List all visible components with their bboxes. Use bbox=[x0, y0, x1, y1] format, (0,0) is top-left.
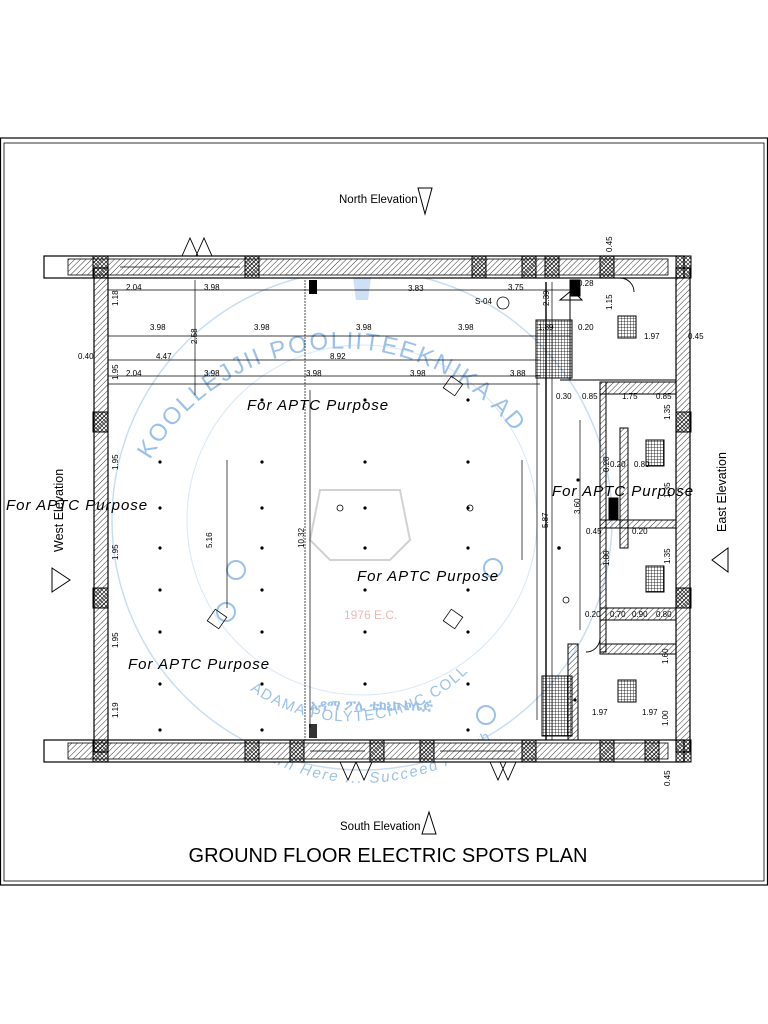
switch-symbols bbox=[206, 296, 570, 630]
dim-label: 8.92 bbox=[330, 352, 346, 361]
east-elevation-triangle-icon bbox=[711, 547, 729, 573]
dim-label: 1.18 bbox=[111, 290, 120, 306]
dim-label: 0.90 bbox=[632, 610, 648, 619]
dim-label: 3.98 bbox=[306, 369, 322, 378]
dim-label: 1.15 bbox=[605, 294, 614, 310]
vent-grids bbox=[617, 315, 665, 703]
dim-label: 1.95 bbox=[111, 632, 120, 648]
dim-label: 0.85 bbox=[582, 392, 598, 401]
dim-label: 1.80 bbox=[602, 550, 611, 566]
dim-label: 1.89 bbox=[538, 323, 554, 332]
dim-label: 3.98 bbox=[356, 323, 372, 332]
purpose-stamp: For APTC Purpose bbox=[6, 497, 148, 514]
dim-label: 3.83 bbox=[408, 284, 424, 293]
vertical-dimension-labels: 0.45 1.18 2.58 2.39 1.95 1.95 1.95 1.95 … bbox=[111, 236, 672, 786]
elevation-markers: North Elevation South Elevation East Ele… bbox=[51, 187, 729, 835]
dim-label: 0.45 bbox=[605, 236, 614, 252]
dim-label: 0.20 bbox=[632, 527, 648, 536]
dim-label: S-04 bbox=[475, 297, 492, 306]
door-swings bbox=[181, 236, 635, 782]
dim-label: 0.70 bbox=[610, 610, 626, 619]
dim-label: 2.04 bbox=[126, 283, 142, 292]
dim-label: 3.98 bbox=[150, 323, 166, 332]
west-elevation-triangle-icon bbox=[51, 567, 71, 593]
east-elevation-label: East Elevation bbox=[715, 452, 729, 532]
interior-partitions bbox=[535, 279, 677, 741]
dim-label: 0.85 bbox=[656, 392, 672, 401]
north-elevation-label: North Elevation bbox=[339, 194, 418, 206]
dim-label: 1.97 bbox=[644, 332, 660, 341]
dim-label: 1.35 bbox=[663, 548, 672, 564]
dim-label: 0.30 bbox=[556, 392, 572, 401]
dim-label: 3.98 bbox=[254, 323, 270, 332]
dim-label: 1.35 bbox=[663, 404, 672, 420]
dim-label: 3.98 bbox=[410, 369, 426, 378]
dimension-labels: 2.04 3.98 3.83 3.75 0.28 3.98 3.98 3.98 … bbox=[78, 279, 704, 717]
dim-label: 0.20 bbox=[578, 323, 594, 332]
south-elevation-label: South Elevation bbox=[340, 821, 421, 833]
dim-label: 3.60 bbox=[573, 498, 582, 514]
dim-label: 1.75 bbox=[622, 392, 638, 401]
dim-label: 0.80 bbox=[656, 610, 672, 619]
dim-label: 3.98 bbox=[204, 369, 220, 378]
exterior-walls bbox=[43, 255, 692, 763]
dim-label: 0.45 bbox=[586, 527, 602, 536]
dim-label: 2.04 bbox=[126, 369, 142, 378]
dim-label: 4.47 bbox=[156, 352, 172, 361]
dim-label: 0.20 bbox=[610, 460, 626, 469]
dim-label: 0.80 bbox=[634, 460, 650, 469]
dim-label: 0.40 bbox=[78, 352, 94, 361]
watermark-amharic: አዳማ ፖሊ ቴክኒክ ኮሌጅ bbox=[310, 697, 433, 713]
south-elevation-triangle-icon bbox=[421, 810, 437, 835]
dim-label: 3.98 bbox=[458, 323, 474, 332]
purpose-stamp: For APTC Purpose bbox=[552, 483, 694, 500]
dim-label: 1.95 bbox=[111, 454, 120, 470]
dim-label: 1.97 bbox=[592, 708, 608, 717]
purpose-stamp: For APTC Purpose bbox=[247, 397, 389, 414]
college-seal-watermark: KOOLLEJJII POOLIITEEKNIKA ADAAMAA ADAMA … bbox=[0, 0, 613, 787]
purpose-stamp: For APTC Purpose bbox=[357, 568, 499, 585]
dim-label: 0.45 bbox=[688, 332, 704, 341]
dim-label: 10.32 bbox=[297, 527, 306, 548]
dim-label: 1.97 bbox=[642, 708, 658, 717]
dim-label: 3.98 bbox=[204, 283, 220, 292]
watermark-year: 1976 E.C. bbox=[344, 608, 397, 622]
dim-label: 1.95 bbox=[111, 544, 120, 560]
dim-label: 5.87 bbox=[541, 512, 550, 528]
west-elevation-label: West Elevation bbox=[52, 469, 66, 552]
purpose-stamps: For APTC Purpose For APTC Purpose For AP… bbox=[6, 397, 694, 673]
gear-icon bbox=[308, 489, 412, 561]
dim-label: 0.45 bbox=[663, 770, 672, 786]
dim-label: 1.19 bbox=[111, 702, 120, 718]
purpose-stamp: For APTC Purpose bbox=[128, 656, 270, 673]
dim-label: 0.20 bbox=[585, 610, 601, 619]
dim-label: 3.88 bbox=[510, 369, 526, 378]
dim-label: 1.95 bbox=[111, 364, 120, 380]
dim-label: 0.20 bbox=[602, 456, 611, 472]
dimension-lines bbox=[107, 280, 581, 740]
dim-label: 5.16 bbox=[205, 532, 214, 548]
electric-spots bbox=[158, 398, 580, 732]
dim-label: 3.75 bbox=[508, 283, 524, 292]
dim-label: 0.28 bbox=[578, 279, 594, 288]
dim-label: 2.39 bbox=[542, 290, 551, 306]
north-elevation-triangle-icon bbox=[417, 187, 433, 216]
dim-label: 1.35 bbox=[663, 482, 672, 498]
dim-label: 2.58 bbox=[190, 328, 199, 344]
dim-label: 1.00 bbox=[661, 710, 670, 726]
dim-label: 1.60 bbox=[661, 648, 670, 664]
sheet-inner-border bbox=[3, 142, 765, 882]
plan-title: GROUND FLOOR ELECTRIC SPOTS PLAN bbox=[189, 845, 588, 867]
